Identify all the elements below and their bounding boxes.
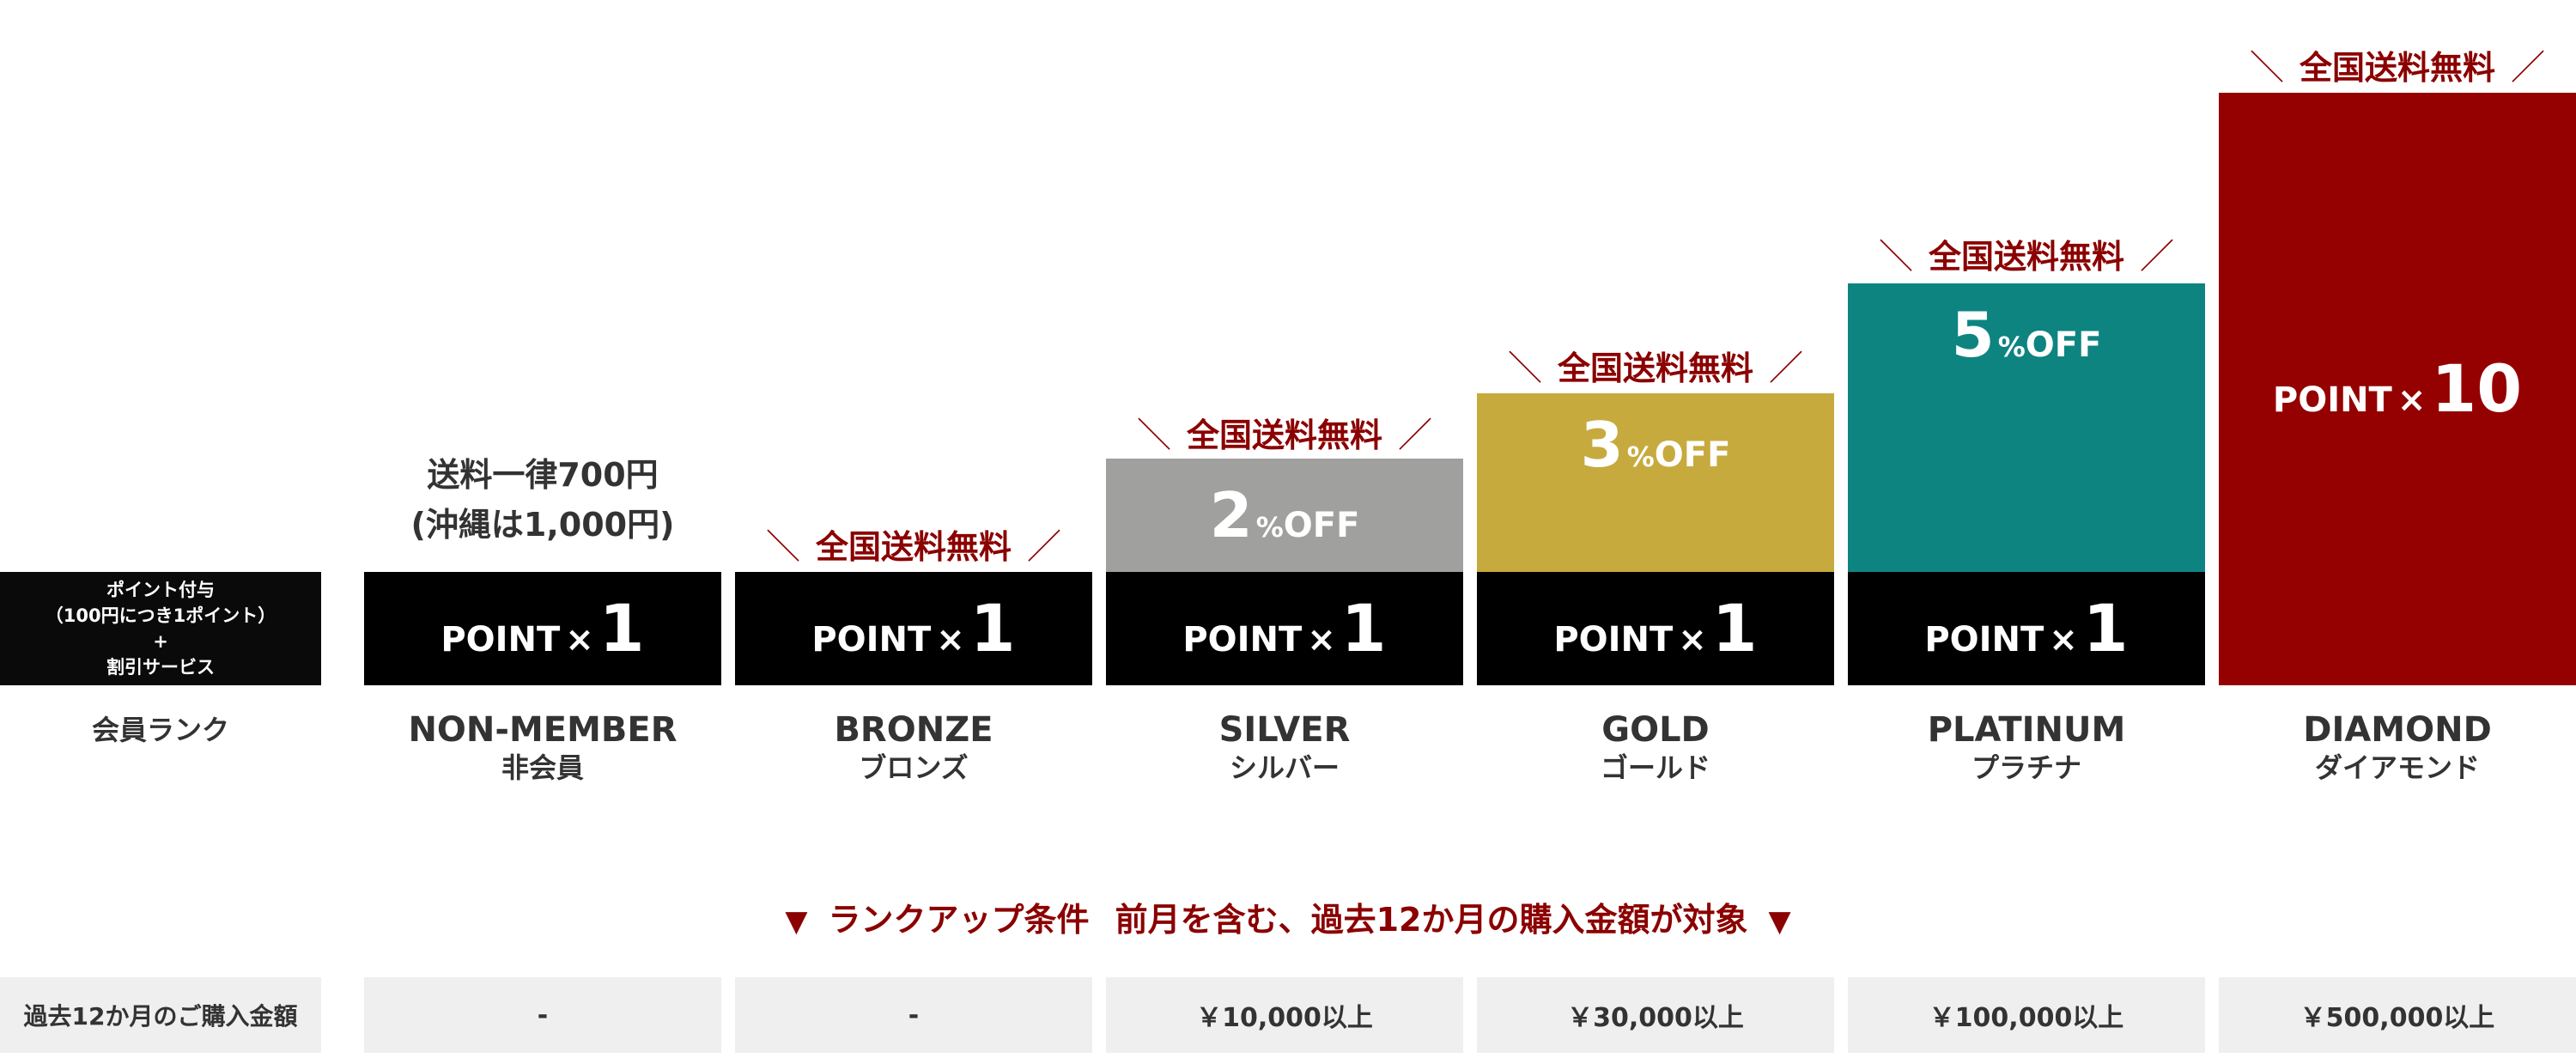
point-word: POINT [1553, 620, 1674, 660]
percent-sign: % [1626, 441, 1655, 473]
point-number: 1 [969, 590, 1016, 666]
percent-sign: % [1255, 511, 1284, 544]
legend-line-2: （100円につき1ポイント） [45, 605, 276, 626]
off-word: OFF [2025, 325, 2102, 365]
purchase-threshold-diamond: ￥500,000以上 [2219, 977, 2576, 1053]
rankup-description: 前月を含む、過去12か月の購入金額が対象 [1115, 901, 1748, 939]
rank-name-silver: SILVER シルバー [1106, 709, 1463, 785]
rank-name-en: GOLD [1601, 710, 1710, 750]
rank-name-jp: ダイアモンド [2314, 751, 2480, 784]
purchase-threshold-bronze: - [735, 977, 1092, 1053]
point-number: 1 [1340, 590, 1387, 666]
free-shipping-text: 全国送料無料 [815, 528, 1012, 566]
point-number: 1 [1711, 590, 1758, 666]
diamond-bar: POINT×10 [2219, 93, 2576, 685]
point-multiplier: POINT×1 [440, 596, 644, 661]
times-sign: × [1678, 620, 1707, 660]
free-shipping-banner-diamond: ＼全国送料無料／ [2249, 48, 2545, 88]
rankup-condition: ▼ ランクアップ条件前月を含む、過去12か月の購入金額が対象 ▼ [0, 893, 2576, 940]
off-word: OFF [1654, 435, 1731, 475]
free-shipping-text: 全国送料無料 [2299, 49, 2495, 87]
free-shipping-banner-silver: ＼全国送料無料／ [1136, 416, 1432, 455]
bronze-point-bar: POINT×1 [735, 572, 1092, 685]
purchase-threshold-silver: ￥10,000以上 [1106, 977, 1463, 1053]
point-multiplier: POINT×1 [1182, 596, 1386, 661]
purchase-threshold-non-member: - [364, 977, 721, 1053]
rank-name-en: DIAMOND [2303, 710, 2492, 750]
silver-point-bar: POINT×1 [1106, 572, 1463, 685]
times-sign: × [936, 620, 965, 660]
free-shipping-text: 全国送料無料 [1186, 416, 1382, 454]
legend-line-4: 割引サービス [106, 657, 215, 678]
point-multiplier: POINT×1 [1553, 596, 1757, 661]
rankup-label: ランクアップ条件 [828, 901, 1090, 939]
rank-name-en: NON-MEMBER [408, 710, 677, 750]
down-triangle-icon: ▼ [1768, 904, 1791, 939]
rank-name-en: PLATINUM [1927, 710, 2126, 750]
point-number: 10 [2431, 350, 2523, 427]
times-sign: × [2049, 620, 2078, 660]
discount-label: 5%OFF [1952, 304, 2102, 366]
free-shipping-text: 全国送料無料 [1557, 350, 1753, 387]
rank-name-gold: GOLD ゴールド [1477, 709, 1834, 785]
rank-name-jp: 非会員 [501, 751, 584, 784]
point-multiplier: POINT×10 [2273, 356, 2522, 422]
point-number: 1 [2082, 590, 2129, 666]
purchase-threshold-platinum: ￥100,000以上 [1848, 977, 2205, 1053]
platinum-point-bar: POINT×1 [1848, 572, 2205, 685]
free-shipping-text: 全国送料無料 [1928, 238, 2124, 276]
point-word: POINT [1182, 620, 1303, 660]
purchase-threshold-gold: ￥30,000以上 [1477, 977, 1834, 1053]
discount-number: 3 [1580, 409, 1624, 481]
point-word: POINT [2272, 380, 2392, 420]
legend-line-3: + [153, 631, 168, 652]
okinawa-fee-line: (沖縄は1,000円) [410, 506, 675, 544]
legend-box: ポイント付与 （100円につき1ポイント） + 割引サービス [0, 572, 321, 685]
rank-name-diamond: DIAMOND ダイアモンド [2219, 709, 2576, 785]
legend-line-1: ポイント付与 [106, 580, 215, 600]
discount-number: 5 [1951, 299, 1995, 371]
platinum-discount-bar: 5%OFF [1848, 283, 2205, 572]
percent-sign: % [1997, 331, 2026, 363]
member-rank-label: 会員ランク [91, 714, 229, 746]
point-word: POINT [1924, 620, 2044, 660]
discount-label: 2%OFF [1210, 484, 1360, 546]
purchase-row-label: 過去12か月のご購入金額 [0, 977, 321, 1053]
times-sign: × [1307, 620, 1336, 660]
off-word: OFF [1283, 506, 1360, 545]
point-number: 1 [598, 590, 645, 666]
rank-name-platinum: PLATINUM プラチナ [1848, 709, 2205, 785]
rank-name-jp: シルバー [1229, 751, 1340, 784]
non-member-shipping-note: 送料一律700円 (沖縄は1,000円) [364, 450, 721, 550]
rank-name-en: SILVER [1218, 710, 1351, 750]
times-sign: × [2397, 380, 2427, 420]
discount-label: 3%OFF [1581, 414, 1731, 476]
rank-name-non-member: NON-MEMBER 非会員 [364, 709, 721, 785]
down-triangle-icon: ▼ [785, 904, 808, 939]
non-member-point-bar: POINT×1 [364, 572, 721, 685]
gold-point-bar: POINT×1 [1477, 572, 1834, 685]
rank-name-jp: ブロンズ [859, 751, 969, 784]
rank-name-bronze: BRONZE ブロンズ [735, 709, 1092, 785]
rank-name-jp: プラチナ [1971, 751, 2081, 784]
point-word: POINT [440, 620, 561, 660]
silver-discount-bar: 2%OFF [1106, 459, 1463, 572]
shipping-fee-line: 送料一律700円 [427, 456, 659, 494]
discount-number: 2 [1209, 479, 1253, 551]
free-shipping-banner-platinum: ＼全国送料無料／ [1878, 237, 2174, 277]
free-shipping-banner-bronze: ＼全国送料無料／ [765, 527, 1061, 567]
free-shipping-banner-gold: ＼全国送料無料／ [1507, 349, 1803, 388]
rank-name-jp: ゴールド [1600, 751, 1710, 784]
gold-discount-bar: 3%OFF [1477, 393, 1834, 572]
rank-name-en: BRONZE [834, 710, 993, 750]
point-multiplier: POINT×1 [811, 596, 1015, 661]
point-multiplier: POINT×1 [1924, 596, 2128, 661]
times-sign: × [565, 620, 594, 660]
point-word: POINT [811, 620, 932, 660]
